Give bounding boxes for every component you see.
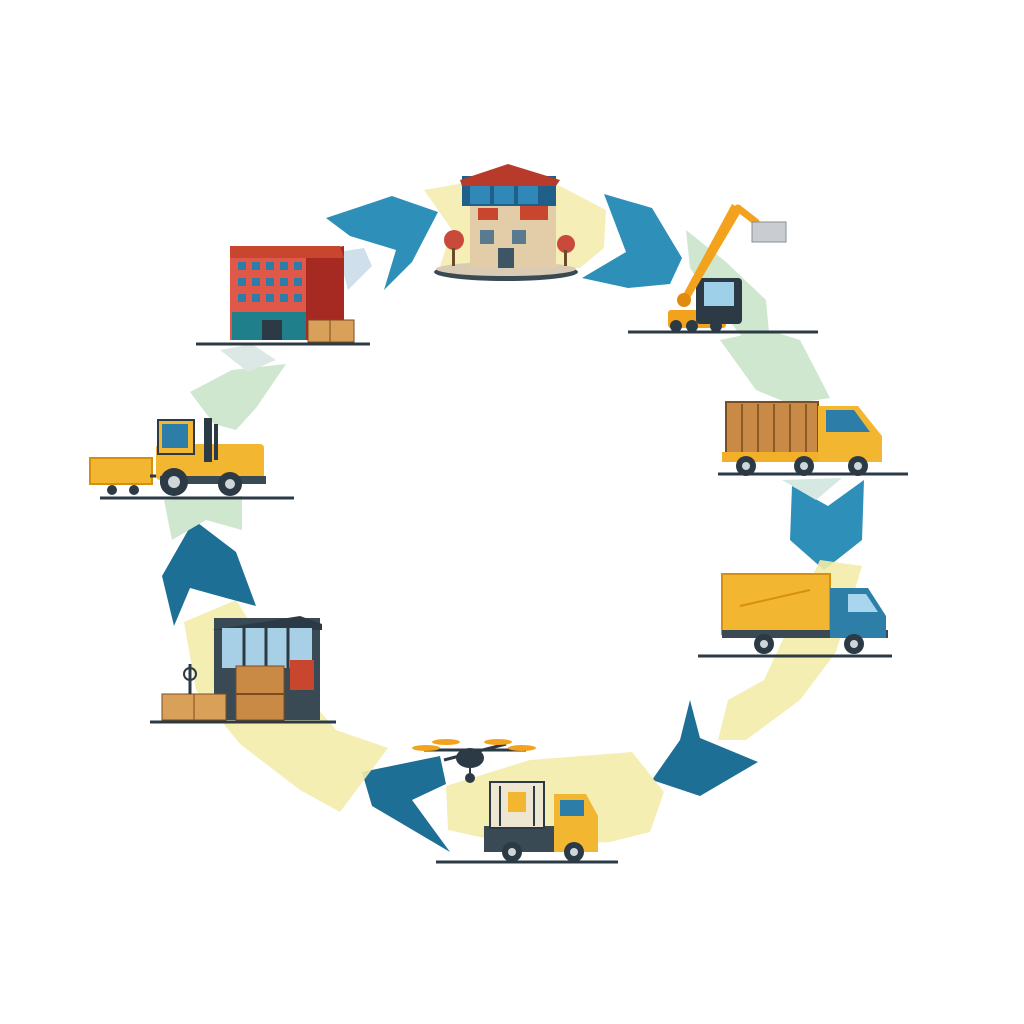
arrow-drone-to-warehouse xyxy=(362,756,450,852)
factory-icon xyxy=(196,246,370,344)
forklift-icon xyxy=(90,418,294,498)
warehouse-packing-icon xyxy=(150,616,336,722)
cargo-truck-icon xyxy=(718,402,908,476)
arrow-cargo-to-box-shadow xyxy=(782,478,842,500)
arrow-crane-to-cargo-2 xyxy=(720,330,830,404)
arrow-cargo-to-box xyxy=(790,480,864,570)
